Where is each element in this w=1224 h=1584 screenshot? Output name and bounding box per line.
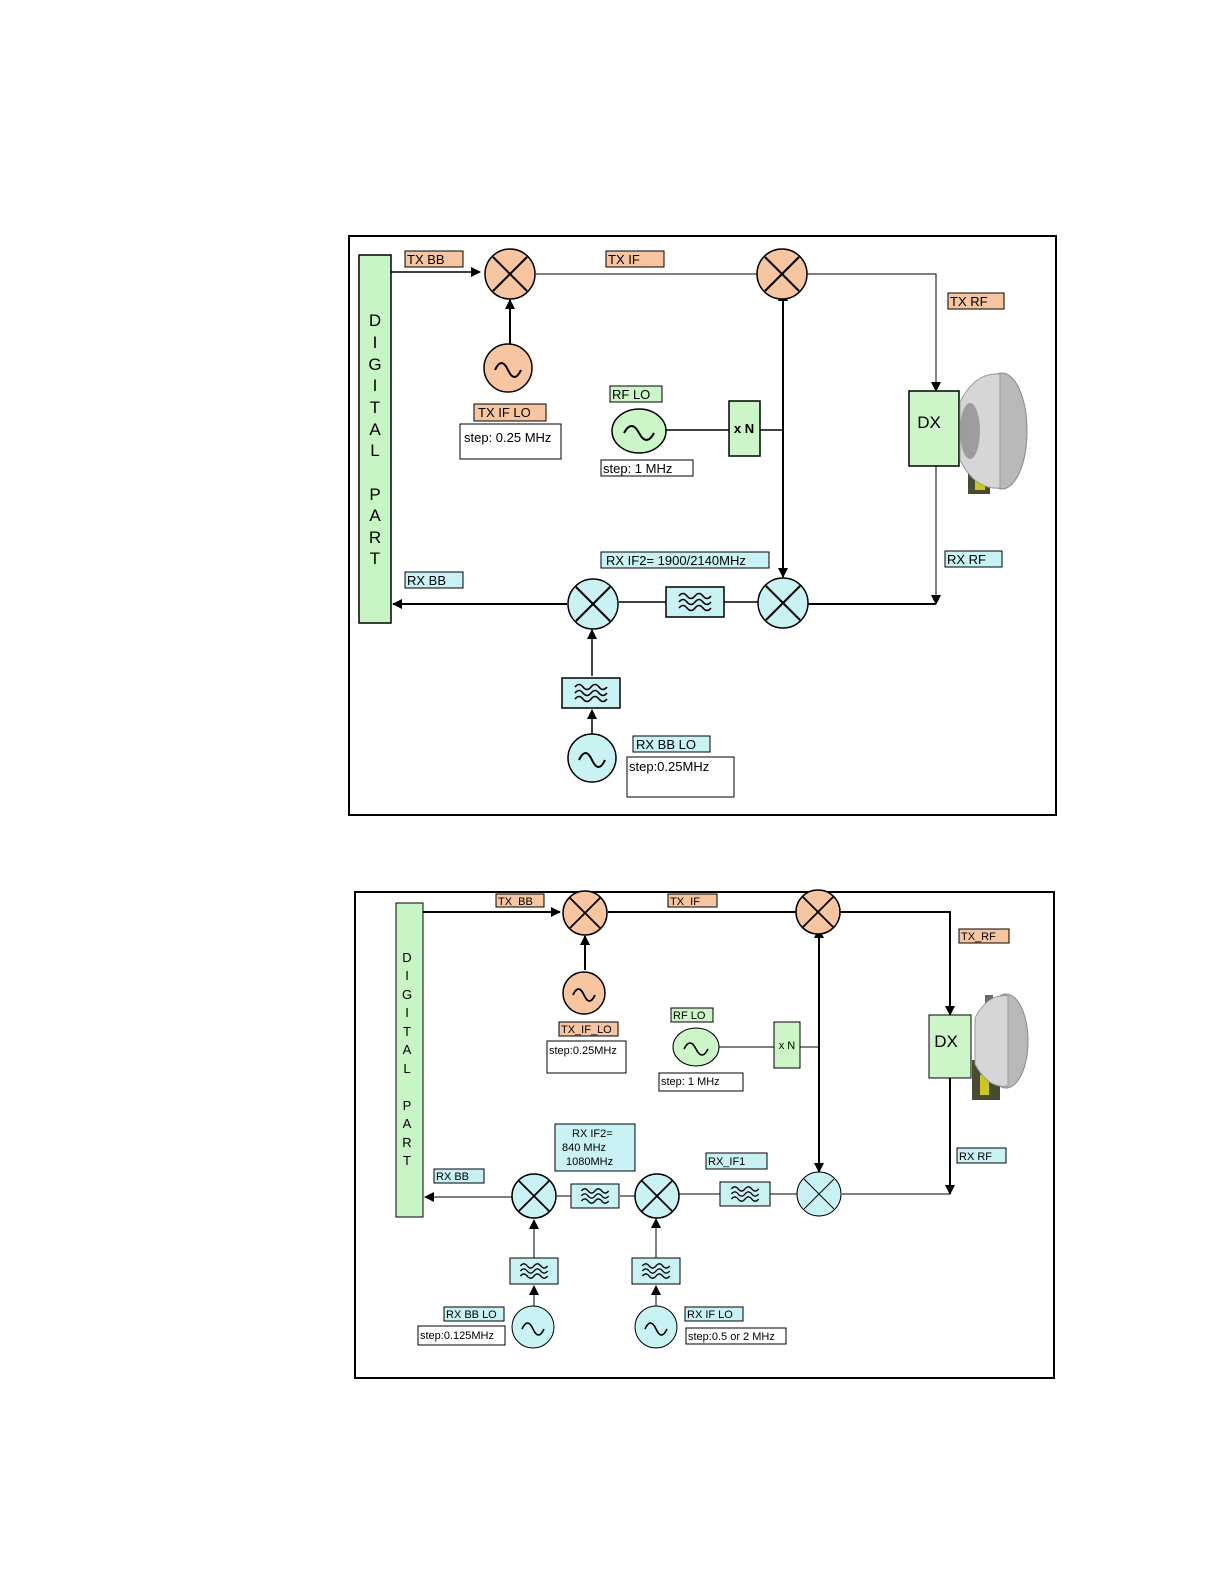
rx-rf-mixer [757,577,809,629]
digital-letter: R [402,1135,411,1150]
rx-bb-lo-filter-icon [561,677,621,709]
tx-if-lo-oscillator-icon [483,343,533,393]
digital-letter: R [369,528,381,547]
digital-part-block [395,902,424,1218]
digital-part-block [358,254,392,624]
frequency-multiplier [773,1021,801,1069]
rx-bb-lo-step: step:0.25MHz [629,759,709,774]
rf-lo-step: step: 1 MHz [603,461,672,476]
tx-rf-mixer [756,248,808,300]
digital-letter: A [403,1042,412,1057]
rx-if-lo-oscillator-icon [634,1305,678,1349]
rf-lo-step: step: 1 MHz [661,1076,720,1088]
digital-letter: A [369,506,381,525]
diagram-2: D I G I T A L P A R T [354,889,1055,1379]
digital-letter: T [403,1153,411,1168]
digital-letter: D [402,950,411,965]
multiplier-label: x N [779,1040,796,1052]
rx-if2-label-line1: RX IF2= [572,1128,613,1140]
rx-bb-lo-label: RX BB LO [446,1309,497,1321]
tx-if-lo-label: TX IF LO [478,405,531,420]
digital-part-label: D I G I T A L P A R T [368,311,381,568]
tx-if-lo-step: step: 0.25 MHz [464,430,551,445]
rf-lo-label: RF LO [612,387,650,402]
digital-letter: G [402,987,412,1002]
digital-letter: P [403,1098,412,1113]
rx-bb-label: RX BB [436,1171,469,1183]
tx-if-label: TX IF [608,252,640,267]
digital-letter: D [369,311,381,330]
tx-if-label: TX_IF [670,896,700,908]
digital-letter: T [370,549,380,568]
rx-if1-filter-icon [719,1181,771,1207]
rx-if1-label: RX_IF1 [708,1156,745,1168]
rx-bb-mixer [567,578,619,630]
digital-letter: P [369,485,380,504]
rx-bb-lo-step: step:0.125MHz [420,1330,494,1342]
rx-bb-mixer [511,1173,557,1219]
rx-bb-lo-oscillator-icon [511,1305,555,1349]
tx-if-mixer [562,890,608,936]
digital-part-label: D I G I T A L P A R T [402,950,412,1168]
digital-letter: I [373,333,378,352]
rx-if-lo-filter-icon [631,1257,681,1285]
tx-rf-label: TX_RF [961,931,996,943]
tx-bb-label: TX BB [407,252,445,267]
digital-letter: L [370,441,379,460]
rx-if2-label: RX IF2= 1900/2140MHz [606,553,746,568]
digital-letter: I [405,1005,409,1020]
rx-if2-filter-icon [570,1183,620,1209]
rx-if-filter-icon [665,586,725,618]
rx-if2-label-line2: 840 MHz [562,1142,606,1154]
tx-bb-label: TX_BB [498,896,533,908]
rx-if2-label-line3: 1080MHz [566,1156,613,1168]
diagram-1: D I G I T A L P A R T [348,235,1057,816]
rx-if-mixer [634,1173,680,1219]
rx-bb-lo-label: RX BB LO [636,737,696,752]
digital-letter: A [369,420,381,439]
digital-letter: A [403,1116,412,1131]
rx-rf-label: RX RF [947,552,986,567]
rx-if-lo-step: step:0.5 or 2 MHz [688,1331,775,1343]
duplexer-label: DX [917,413,941,432]
tx-rf-label: TX RF [950,294,988,309]
rx-bb-lo-oscillator-icon [567,733,617,783]
tx-rf-mixer [795,889,841,935]
tx-if-lo-label: TX_IF_LO [561,1024,612,1036]
rx-rf-mixer [796,1171,842,1217]
tx-if-mixer [484,248,536,300]
antenna-dish-icon [972,993,1029,1100]
duplexer-block [908,390,960,467]
rf-lo-oscillator-icon [672,1027,720,1067]
rx-rf-label: RX RF [959,1151,992,1163]
diagram-2-frame [354,891,1055,1379]
digital-letter: I [405,968,409,983]
digital-letter: L [403,1061,410,1076]
rx-bb-label: RX BB [407,573,446,588]
tx-if-lo-step: step:0.25MHz [549,1045,617,1057]
rf-lo-oscillator-icon [611,408,667,454]
diagram-1-frame [348,235,1057,816]
multiplier-label: x N [734,421,754,436]
duplexer-block [928,1014,972,1079]
digital-letter: T [403,1024,411,1039]
rx-if-lo-label: RX IF LO [687,1309,733,1321]
duplexer-label: DX [934,1032,958,1051]
digital-letter: G [368,355,381,374]
digital-letter: I [373,376,378,395]
frequency-multiplier [728,400,761,457]
rx-bb-lo-filter-icon [509,1257,559,1285]
antenna-dish-icon [959,372,1028,494]
tx-if-lo-oscillator-icon [562,971,606,1015]
digital-letter: T [370,398,380,417]
rf-lo-label: RF LO [673,1010,706,1022]
